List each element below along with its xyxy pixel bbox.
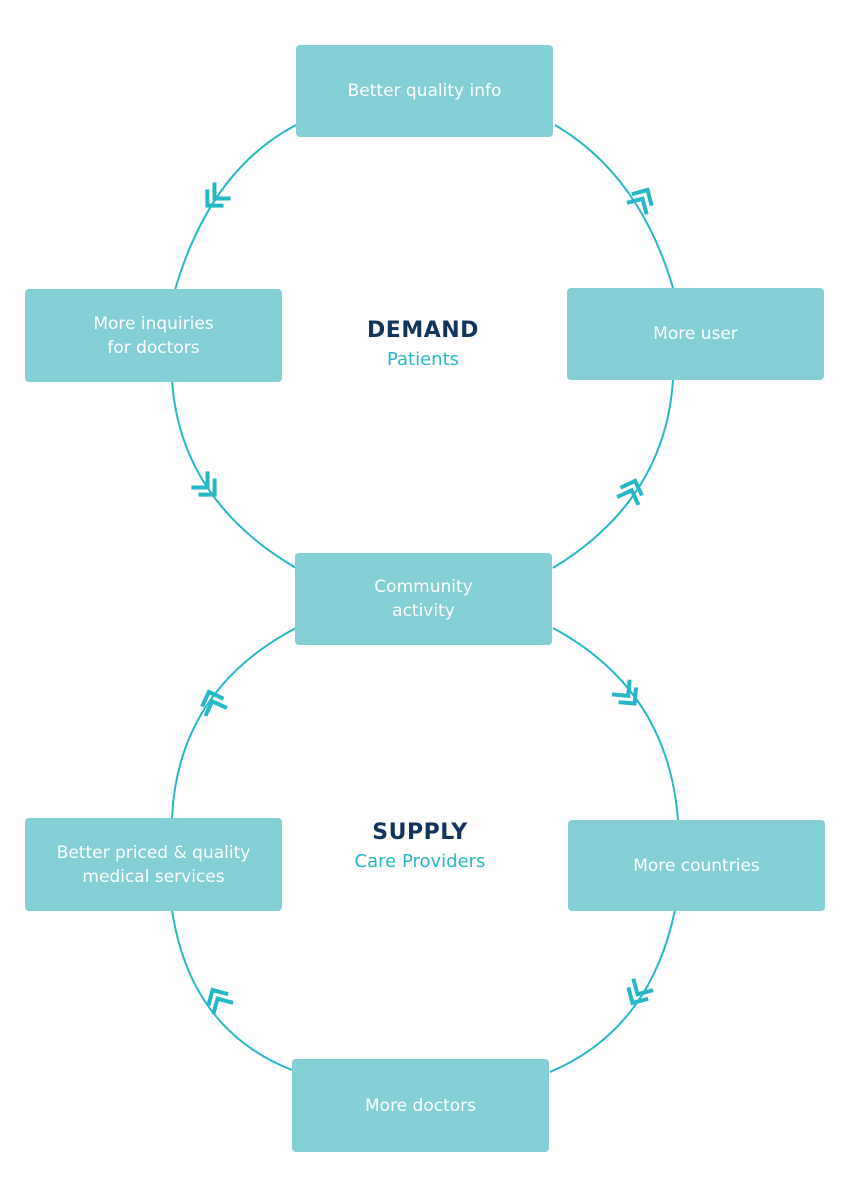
- node-more-user: More user: [567, 288, 824, 380]
- connector-line: [549, 909, 676, 1073]
- connector-line: [171, 627, 297, 819]
- demand-heading: DEMAND Patients: [303, 318, 543, 370]
- chevron-double-icon: [611, 679, 639, 706]
- node-label: More doctors: [365, 1095, 476, 1116]
- node-community-activity: Community activity: [295, 553, 552, 645]
- node-label: activity: [392, 601, 455, 621]
- node-more-doctors: More doctors: [292, 1059, 549, 1152]
- node-label: More inquiries: [93, 313, 214, 334]
- node-more-inquiries: More inquiries for doctors: [25, 289, 282, 382]
- node-label: for doctors: [107, 337, 200, 358]
- node-label: medical services: [82, 866, 225, 887]
- chevron-double-icon: [626, 978, 654, 1006]
- node-label: More countries: [633, 855, 760, 876]
- chevron-double-icon: [200, 689, 228, 717]
- supply-subtitle: Care Providers: [354, 851, 486, 872]
- node-label: Better quality info: [347, 81, 502, 101]
- node-better-quality-info: Better quality info: [296, 45, 553, 137]
- supply-title: SUPPLY: [372, 820, 468, 845]
- connector-line: [171, 379, 297, 569]
- chevron-double-icon: [191, 471, 217, 497]
- demand-title: DEMAND: [367, 318, 479, 343]
- chevron-double-icon: [205, 182, 231, 208]
- connector-line: [552, 627, 679, 821]
- connector-line: [174, 124, 297, 291]
- chevron-double-icon: [616, 478, 644, 506]
- node-label: Community: [374, 577, 473, 597]
- node-more-countries: More countries: [568, 820, 825, 911]
- chevron-double-icon: [626, 187, 654, 215]
- chevron-double-icon: [206, 987, 234, 1015]
- supply-heading: SUPPLY Care Providers: [300, 820, 540, 872]
- connector-line: [171, 909, 293, 1071]
- node-better-priced-services: Better priced & quality medical services: [25, 818, 282, 911]
- connector-line: [552, 379, 674, 569]
- node-label: More user: [653, 324, 738, 344]
- node-label: Better priced & quality: [56, 842, 251, 863]
- connector-line: [554, 124, 674, 289]
- demand-subtitle: Patients: [386, 349, 460, 370]
